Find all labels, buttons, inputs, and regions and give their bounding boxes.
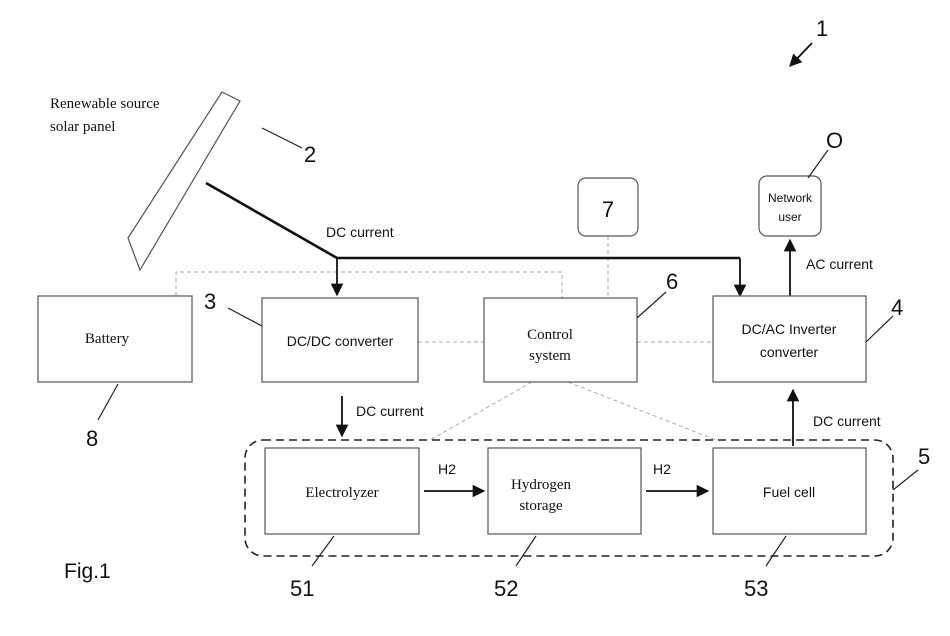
- ref-fuel-cell: 53: [744, 576, 768, 601]
- leader-fuel-cell: [766, 536, 786, 566]
- dcdc-converter-label: DC/DC converter: [287, 333, 394, 349]
- inverter-label-line1: DC/AC Inverter: [742, 321, 837, 337]
- flow-dc-converter: DC current: [356, 403, 424, 419]
- battery-label: Battery: [85, 331, 130, 347]
- electrolyzer-label: Electrolyzer: [305, 485, 378, 501]
- network-user-label-line2: user: [778, 210, 801, 224]
- flow-dc-fuelcell: DC current: [813, 413, 881, 429]
- control-system-label-line1: Control: [527, 327, 573, 343]
- solar-panel: [128, 92, 240, 270]
- hydrogen-storage-label-line1: Hydrogen: [511, 477, 571, 493]
- control-system-label-line2: system: [529, 348, 571, 364]
- network-user-label-line1: Network: [768, 191, 813, 205]
- pointer-system: [790, 43, 812, 66]
- ref-solar-panel: 2: [304, 142, 316, 167]
- control-link-fuelcell: [568, 382, 716, 440]
- leader-dcdc: [228, 308, 262, 326]
- leader-electrolyzer: [312, 536, 334, 566]
- ref-dcdc: 3: [204, 289, 216, 314]
- flow-ac: AC current: [806, 256, 873, 272]
- control-link-battery-dcdc: [176, 272, 562, 298]
- source-label-line2: solar panel: [50, 119, 115, 135]
- leader-inverter: [866, 316, 893, 342]
- inverter-block: [713, 296, 866, 382]
- ref-battery: 8: [86, 426, 98, 451]
- figure-label: Fig.1: [64, 560, 111, 583]
- ref-storage: 52: [494, 576, 518, 601]
- fuel-cell-label: Fuel cell: [763, 484, 815, 500]
- flow-h2-a: H2: [438, 461, 456, 477]
- ref-hydrogen-group: 5: [918, 444, 930, 469]
- leader-battery: [98, 384, 118, 420]
- ref-control: 6: [666, 269, 678, 294]
- source-label-line1: Renewable source: [50, 96, 160, 112]
- flow-dc-panel: DC current: [326, 224, 394, 240]
- leader-solar-panel: [262, 128, 302, 148]
- flow-h2-b: H2: [653, 461, 671, 477]
- ref-electrolyzer: 51: [290, 576, 314, 601]
- ref-inverter: 4: [891, 295, 903, 320]
- ref-system: 1: [816, 16, 828, 41]
- dc-bus: [206, 183, 740, 258]
- network-user-block: [759, 176, 821, 236]
- control-link-electrolyzer: [430, 382, 532, 440]
- leader-storage: [516, 536, 536, 566]
- hydrogen-storage-label-line2: storage: [519, 498, 563, 514]
- ref-network-user: O: [826, 128, 843, 153]
- external-block-label: 7: [602, 197, 614, 222]
- leader-hydrogen-group: [893, 470, 918, 490]
- leader-network-user: [808, 150, 828, 178]
- inverter-label-line2: converter: [760, 344, 819, 360]
- leader-control: [637, 292, 666, 318]
